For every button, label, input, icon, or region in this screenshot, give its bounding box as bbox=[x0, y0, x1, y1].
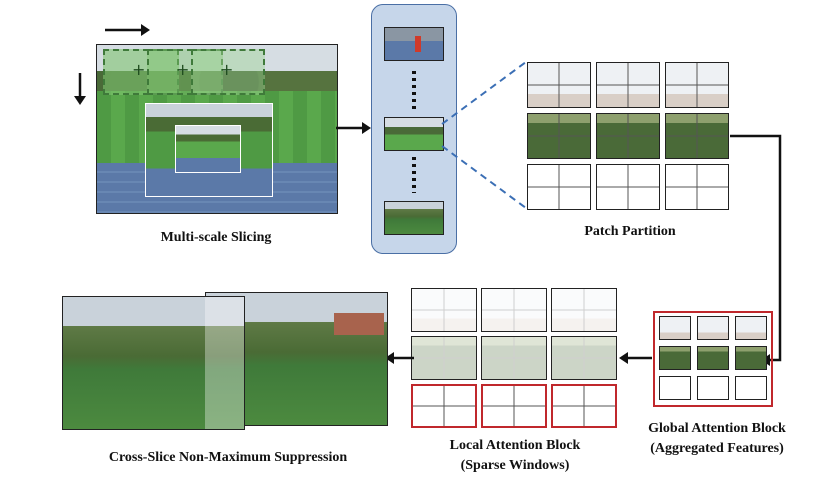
slice-stack-panel bbox=[371, 4, 457, 254]
global-cell-r3-c1 bbox=[659, 376, 691, 400]
multi-scale-slicing-label: Multi-scale Slicing bbox=[160, 230, 272, 245]
local-attention-grid bbox=[411, 288, 619, 432]
arrow-left-icon bbox=[385, 352, 414, 364]
arrow-right-icon bbox=[336, 122, 371, 134]
ellipsis-dots bbox=[412, 71, 416, 111]
global-attention-title: Global Attention Block bbox=[648, 421, 786, 436]
window-gridlines bbox=[597, 165, 659, 209]
global-cell-r2-c3 bbox=[735, 346, 767, 370]
window-gridlines bbox=[553, 386, 615, 426]
patch-cell-r2-c1 bbox=[527, 113, 591, 159]
ellipsis-dots bbox=[412, 157, 416, 193]
arrow-left-icon bbox=[619, 352, 652, 364]
local-cell-r2-c3 bbox=[551, 336, 617, 380]
window-gridlines bbox=[666, 165, 728, 209]
global-attention-grid bbox=[659, 316, 767, 402]
zoom-link-lines bbox=[441, 61, 527, 209]
slice-thumbnail-bottom bbox=[384, 201, 444, 235]
masked-overlay bbox=[482, 337, 546, 379]
masked-overlay bbox=[412, 289, 476, 331]
window-center-plus-icon: + bbox=[220, 60, 234, 79]
slice-scale-small bbox=[175, 125, 241, 173]
window-gridlines bbox=[413, 386, 475, 426]
window-gridlines bbox=[528, 63, 590, 107]
global-cell-r3-c2 bbox=[697, 376, 729, 400]
window-gridlines bbox=[666, 114, 728, 158]
global-cell-r2-c1 bbox=[659, 346, 691, 370]
patch-partition-label: Patch Partition bbox=[584, 224, 676, 239]
local-attention-title: Local Attention Block bbox=[449, 438, 581, 453]
slice-thumbnail-top bbox=[384, 27, 444, 61]
masked-overlay bbox=[412, 337, 476, 379]
global-cell-r3-c3 bbox=[735, 376, 767, 400]
masked-overlay bbox=[552, 289, 616, 331]
window-gridlines bbox=[597, 63, 659, 107]
patch-partition-grid bbox=[527, 62, 729, 210]
local-cell-r1-c2 bbox=[481, 288, 547, 332]
local-cell-r3-c3 bbox=[551, 384, 617, 428]
patch-cell-r3-c2 bbox=[596, 164, 660, 210]
patch-cell-r3-c1 bbox=[527, 164, 591, 210]
global-cell-r1-c3 bbox=[735, 316, 767, 340]
arrow-down-icon bbox=[74, 73, 86, 105]
sliding-window-1 bbox=[103, 49, 179, 95]
local-cell-r2-c2 bbox=[481, 336, 547, 380]
global-cell-r1-c1 bbox=[659, 316, 691, 340]
global-attention-subtitle: (Aggregated Features) bbox=[650, 441, 784, 456]
window-gridlines bbox=[528, 114, 590, 158]
local-cell-r1-c3 bbox=[551, 288, 617, 332]
global-attention-block bbox=[653, 311, 773, 407]
slice-thumbnail-middle bbox=[384, 117, 444, 151]
patch-cell-r1-c2 bbox=[596, 62, 660, 108]
masked-overlay bbox=[552, 337, 616, 379]
multi-scale-source-image: + + + bbox=[96, 44, 338, 214]
window-gridlines bbox=[528, 165, 590, 209]
arrow-right-icon bbox=[105, 24, 150, 36]
window-center-plus-icon: + bbox=[132, 60, 146, 79]
slide-direction-arrow-right bbox=[103, 22, 151, 38]
nms-label: Cross-Slice Non-Maximum Suppression bbox=[108, 450, 348, 465]
local-cell-r3-c2 bbox=[481, 384, 547, 428]
global-cell-r1-c2 bbox=[697, 316, 729, 340]
local-cell-r2-c1 bbox=[411, 336, 477, 380]
window-gridlines bbox=[666, 63, 728, 107]
local-attention-subtitle: (Sparse Windows) bbox=[460, 458, 570, 473]
window-center-plus-icon: + bbox=[176, 60, 190, 79]
nms-slice-left bbox=[62, 296, 245, 430]
window-gridlines bbox=[483, 386, 545, 426]
local-cell-r1-c1 bbox=[411, 288, 477, 332]
sliding-window-2 bbox=[147, 49, 223, 95]
patch-cell-r2-c2 bbox=[596, 113, 660, 159]
slide-direction-arrow-down bbox=[72, 72, 88, 106]
window-gridlines bbox=[597, 114, 659, 158]
global-cell-r2-c2 bbox=[697, 346, 729, 370]
sliding-window-3 bbox=[191, 49, 265, 95]
patch-cell-r3-c3 bbox=[665, 164, 729, 210]
local-cell-r3-c1 bbox=[411, 384, 477, 428]
masked-overlay bbox=[482, 289, 546, 331]
patch-cell-r1-c3 bbox=[665, 62, 729, 108]
patch-cell-r1-c1 bbox=[527, 62, 591, 108]
patch-cell-r2-c3 bbox=[665, 113, 729, 159]
